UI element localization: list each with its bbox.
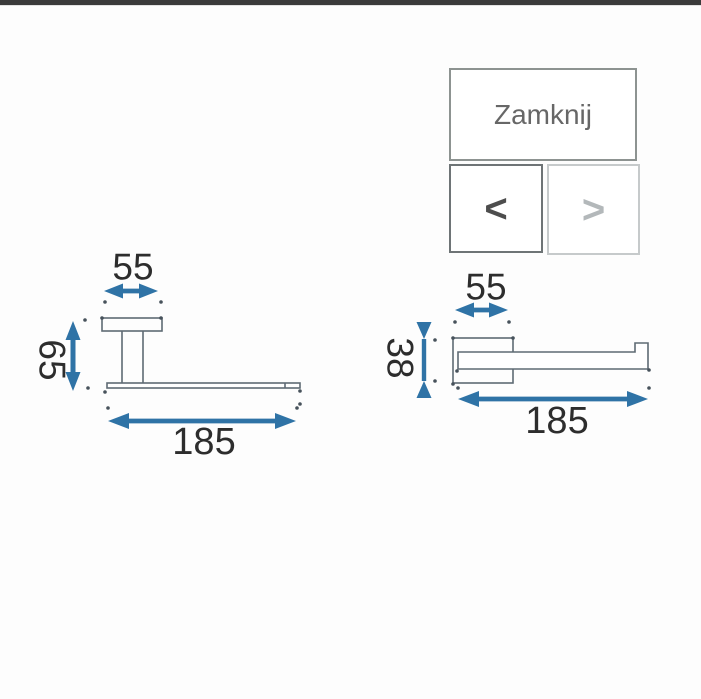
front-view-length-label: 185 [172, 421, 236, 463]
chevron-left-icon: < [484, 186, 508, 231]
top-view-width-label: 55 [465, 266, 507, 308]
close-button[interactable]: Zamknij [449, 68, 637, 161]
top-view-lines [452, 337, 649, 384]
top-view-depth-label: 38 [379, 337, 421, 379]
top-depth-arrowheads [416, 322, 432, 398]
front-stem [121, 331, 144, 383]
top-border-bar [0, 0, 701, 6]
front-wall-plate [101, 317, 163, 332]
next-button[interactable]: > [547, 164, 640, 255]
front-bar [106, 382, 301, 389]
front-view-width-label: 55 [112, 246, 154, 288]
top-view-length-label: 185 [525, 400, 589, 442]
top-length-arrow [458, 391, 648, 407]
top-view-dots [433, 320, 651, 390]
front-view-lines [101, 317, 301, 389]
prev-button[interactable]: < [449, 164, 543, 253]
gallery-nav: < > [449, 164, 640, 255]
front-view-arrows [65, 283, 296, 429]
front-length-arrow [108, 413, 296, 429]
top-width-arrow [455, 302, 508, 318]
front-view-height-label: 65 [31, 339, 73, 381]
top-depth-shaft [421, 339, 427, 381]
top-view-arrows [416, 302, 648, 407]
front-width-arrow [104, 283, 158, 299]
lightbox-controls: Zamknij < > [449, 68, 640, 255]
chevron-right-icon: > [581, 187, 606, 232]
front-view-dots [83, 300, 302, 410]
front-height-arrow [65, 321, 81, 391]
top-bar-outline [457, 342, 649, 370]
